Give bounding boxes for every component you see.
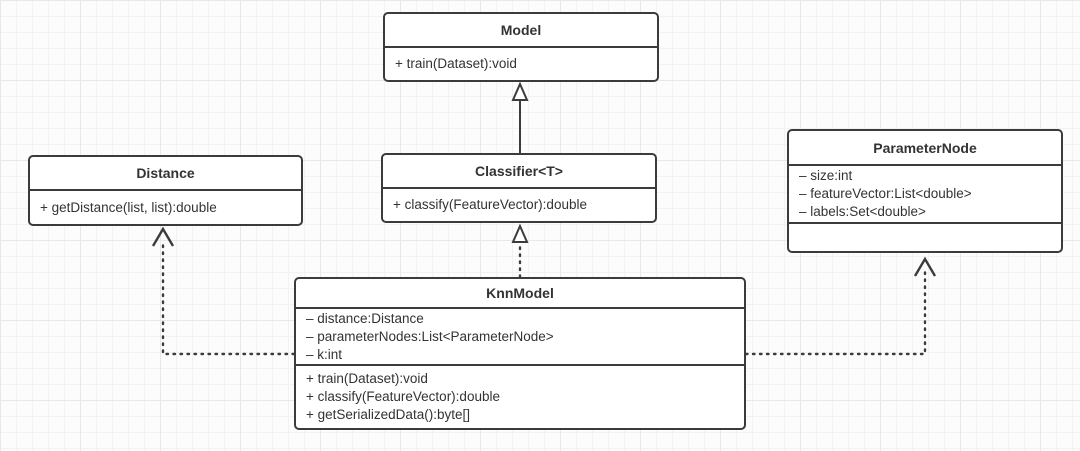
class-distance-title: Distance	[30, 157, 301, 191]
class-model-title: Model	[385, 14, 657, 48]
generalization-hollow-triangle-arrowhead-icon	[511, 81, 529, 101]
class-model-methods-compartment: + train(Dataset):void	[385, 48, 657, 80]
class-knnmodel-attribute: – k:int	[306, 347, 343, 362]
class-knnmodel-attributes-compartment: – distance:Distance – parameterNodes:Lis…	[296, 309, 744, 364]
dependency-open-arrowhead-icon	[913, 256, 937, 277]
dependency-knnmodel-to-parameternode-line	[744, 268, 927, 356]
class-classifier-title: Classifier<T>	[383, 155, 655, 189]
class-parameternode-attributes-compartment: – size:int – featureVector:List<double> …	[789, 166, 1061, 222]
class-classifier-method: + classify(FeatureVector):double	[393, 197, 587, 212]
class-distance-method: + getDistance(list, list):double	[40, 199, 217, 215]
class-knnmodel-attribute: – distance:Distance	[306, 311, 424, 326]
class-classifier-methods-compartment: + classify(FeatureVector):double	[383, 189, 655, 221]
class-distance-methods-compartment: + getDistance(list, list):double	[30, 191, 301, 224]
class-knnmodel-attribute: – parameterNodes:List<ParameterNode>	[306, 329, 554, 344]
class-box-model: Model + train(Dataset):void	[383, 12, 659, 82]
class-knnmodel-method: + train(Dataset):void	[306, 371, 428, 386]
class-box-distance: Distance + getDistance(list, list):doubl…	[28, 155, 303, 226]
class-model-method: + train(Dataset):void	[395, 56, 517, 71]
dependency-open-arrowhead-icon	[151, 226, 175, 247]
class-knnmodel-title: KnnModel	[296, 279, 744, 309]
class-parameternode-attribute: – labels:Set<double>	[799, 204, 926, 219]
class-box-parameternode: ParameterNode – size:int – featureVector…	[787, 129, 1063, 253]
class-box-classifier: Classifier<T> + classify(FeatureVector):…	[381, 153, 657, 223]
class-knnmodel-methods-compartment: + train(Dataset):void + classify(Feature…	[296, 364, 744, 428]
class-knnmodel-method: + getSerializedData():byte[]	[306, 407, 470, 422]
class-parameternode-methods-compartment-empty	[789, 222, 1061, 251]
class-parameternode-title: ParameterNode	[789, 131, 1061, 166]
class-parameternode-attribute: – featureVector:List<double>	[799, 186, 972, 201]
realization-hollow-triangle-arrowhead-icon	[511, 223, 529, 243]
class-parameternode-attribute: – size:int	[799, 168, 853, 183]
class-knnmodel-method: + classify(FeatureVector):double	[306, 389, 500, 404]
class-box-knnmodel: KnnModel – distance:Distance – parameter…	[294, 277, 746, 430]
dependency-knnmodel-to-distance-line	[161, 238, 296, 356]
